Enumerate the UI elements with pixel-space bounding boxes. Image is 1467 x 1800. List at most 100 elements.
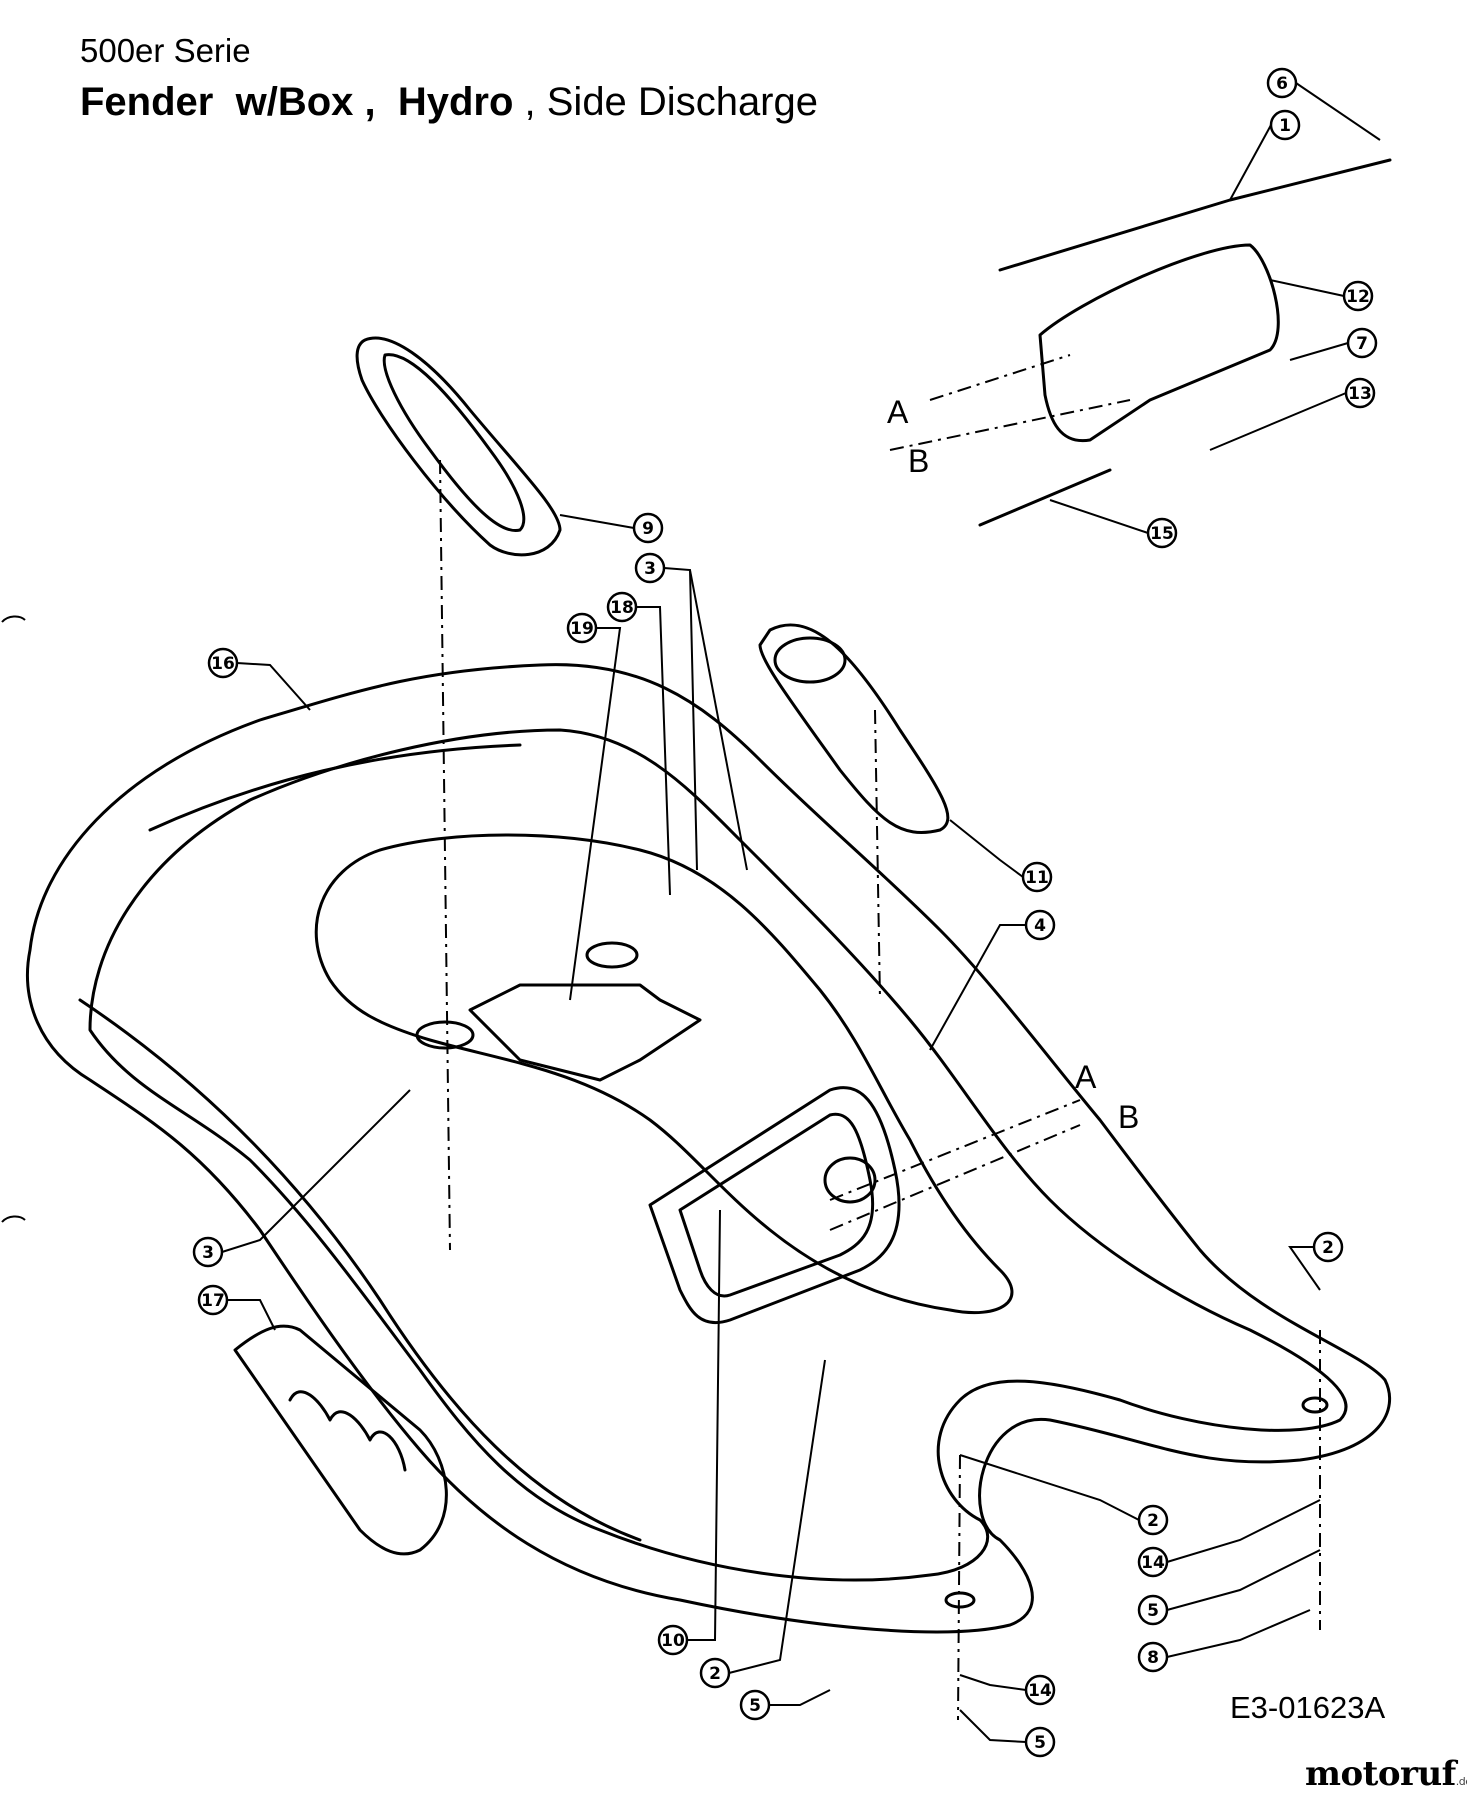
svg-text:19: 19 [570, 619, 594, 639]
callout-18: 18 [606, 591, 638, 623]
leader-line [636, 606, 671, 896]
callout-14: 14 [1137, 1546, 1169, 1578]
svg-text:5: 5 [749, 1696, 761, 1716]
left-cup-holder [355, 336, 562, 557]
callout-15: 15 [1146, 517, 1178, 549]
callout-2: 2 [1312, 1231, 1344, 1263]
fender-seat-well [314, 833, 1014, 1315]
callout-5: 5 [739, 1689, 771, 1721]
svg-text:8: 8 [1147, 1648, 1159, 1668]
svg-text:11: 11 [1025, 868, 1049, 888]
callout-3: 3 [634, 552, 666, 584]
leader-line [569, 627, 622, 1001]
dash-leader [439, 459, 451, 1251]
callout-8: 8 [1137, 1641, 1169, 1673]
svg-text:6: 6 [1276, 74, 1288, 94]
svg-text:2: 2 [1322, 1238, 1334, 1258]
leader-line [1269, 279, 1345, 297]
decal-wave [288, 1390, 407, 1472]
fender-outline [26, 663, 1391, 1634]
seat-switch-box [1038, 243, 1280, 443]
svg-text:14: 14 [1141, 1553, 1165, 1573]
callout-3: 3 [192, 1236, 224, 1268]
leader-line [221, 1089, 411, 1253]
storage-box [648, 1086, 901, 1325]
fender-inner-rim [88, 728, 1348, 1582]
fender-side-band [78, 998, 642, 1542]
leader-line [959, 1709, 1027, 1743]
leader-line [728, 1359, 826, 1674]
svg-text:2: 2 [1147, 1511, 1159, 1531]
fender-hole [585, 941, 639, 969]
svg-text:4: 4 [1034, 916, 1046, 936]
leader-line [227, 1299, 276, 1331]
leader-line [959, 1674, 1027, 1691]
fender-hole [944, 1591, 976, 1609]
wiring-harness [998, 158, 1392, 272]
dash-leader [889, 399, 1131, 451]
watermark-suffix: .de [1455, 1775, 1467, 1788]
leader-line [1229, 124, 1272, 201]
svg-text:2: 2 [709, 1664, 721, 1684]
callout-13: 13 [1344, 377, 1376, 409]
callout-7: 7 [1346, 327, 1378, 359]
drawing-code: E3-01623A [1230, 1690, 1386, 1725]
box-knob [823, 1156, 877, 1204]
callout-2: 2 [699, 1657, 731, 1689]
scan-edge-mark [1, 615, 26, 623]
svg-text:3: 3 [644, 559, 656, 579]
fender-hole [415, 1020, 475, 1050]
callout-1: 1 [1269, 109, 1301, 141]
leader-line [1166, 1609, 1311, 1658]
callout-17: 17 [197, 1284, 229, 1316]
fender-crease [148, 743, 522, 832]
leader-line [559, 514, 635, 529]
right-cup-holder-inner [773, 636, 847, 684]
svg-text:7: 7 [1356, 334, 1368, 354]
svg-text:1: 1 [1279, 116, 1291, 136]
left-cup-holder-inner [382, 353, 526, 533]
right-cup-holder [758, 623, 950, 834]
svg-text:14: 14 [1028, 1681, 1052, 1701]
watermark-logo: motoruf.de [1305, 1754, 1467, 1794]
callout-12: 12 [1342, 280, 1374, 312]
leader-line [687, 1209, 721, 1641]
leader-line [1166, 1549, 1321, 1611]
scan-edge-mark [1, 1215, 26, 1223]
storage-box-inner [678, 1112, 875, 1298]
svg-text:16: 16 [211, 654, 235, 674]
leader-line [689, 569, 748, 871]
svg-text:17: 17 [201, 1291, 225, 1311]
leader-line [949, 819, 1024, 878]
callout-2: 2 [1137, 1504, 1169, 1536]
leader-line [929, 924, 1026, 1051]
mounting-plate [468, 983, 702, 1082]
svg-text:5: 5 [1147, 1601, 1159, 1621]
leader-line [1209, 392, 1347, 451]
svg-text:10: 10 [661, 1631, 685, 1651]
callout-5: 5 [1137, 1594, 1169, 1626]
diagram-title-rest: , Side Discharge [513, 80, 818, 124]
dash-leader [957, 1454, 961, 1721]
svg-text:9: 9 [642, 519, 654, 539]
svg-text:15: 15 [1150, 524, 1174, 544]
dash-leader [929, 354, 1071, 401]
dash-leader [829, 1099, 1081, 1201]
switch-rod [978, 468, 1112, 527]
leader-line [959, 1454, 1140, 1521]
leader-line [769, 1689, 831, 1706]
callout-11: 11 [1021, 861, 1053, 893]
callout-6: 6 [1266, 67, 1298, 99]
callout-10: 10 [657, 1624, 689, 1656]
fender-hole [1301, 1396, 1329, 1414]
callout-14: 14 [1024, 1674, 1056, 1706]
callout-9: 9 [632, 512, 664, 544]
callout-5: 5 [1024, 1726, 1056, 1758]
leader-line [1166, 1499, 1321, 1563]
watermark-brand: motoruf [1305, 1754, 1456, 1794]
svg-text:18: 18 [610, 598, 634, 618]
leader-line [236, 662, 311, 711]
callout-4: 4 [1024, 909, 1056, 941]
series-title: 500er Serie [80, 32, 251, 69]
